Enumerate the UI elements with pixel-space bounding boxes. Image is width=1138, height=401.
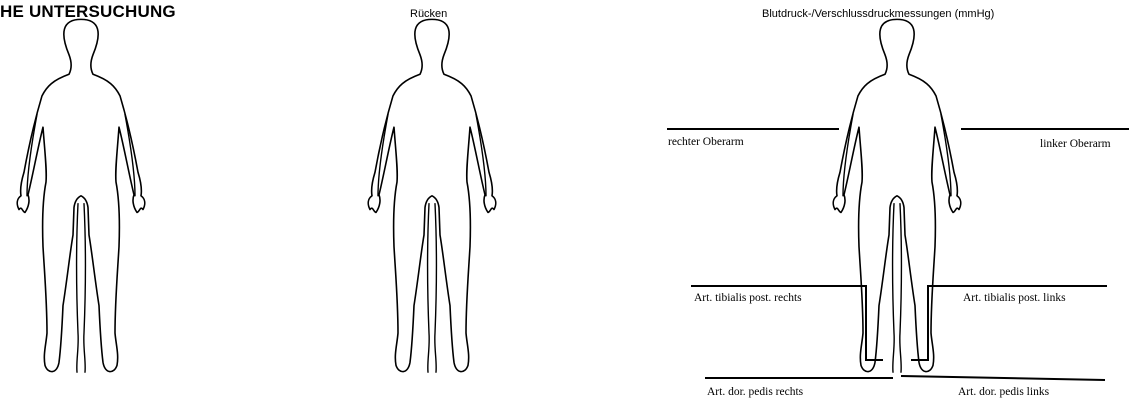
- tibialis-left-label: Art. tibialis post. links: [963, 292, 1066, 304]
- dorsalis-pedis-left-label: Art. dor. pedis links: [958, 386, 1049, 398]
- right-upper-arm-label: rechter Oberarm: [668, 136, 744, 148]
- body-front-outline: [17, 19, 144, 372]
- dorsalis-pedis-right-label: Art. dor. pedis rechts: [707, 386, 803, 398]
- measurement-lines: [668, 129, 1128, 380]
- body-back-outline: [368, 19, 495, 372]
- body-bp-outline: [833, 19, 960, 372]
- tibialis-right-label: Art. tibialis post. rechts: [694, 292, 802, 304]
- blood-pressure-caption: Blutdruck-/Verschlussdruckmessungen (mmH…: [762, 8, 994, 20]
- left-upper-arm-label: linker Oberarm: [1040, 138, 1111, 150]
- line-dorsalis-pedis-left: [902, 376, 1104, 380]
- back-view-caption: Rücken: [410, 8, 447, 20]
- section-heading: HE UNTERSUCHUNG: [0, 2, 176, 22]
